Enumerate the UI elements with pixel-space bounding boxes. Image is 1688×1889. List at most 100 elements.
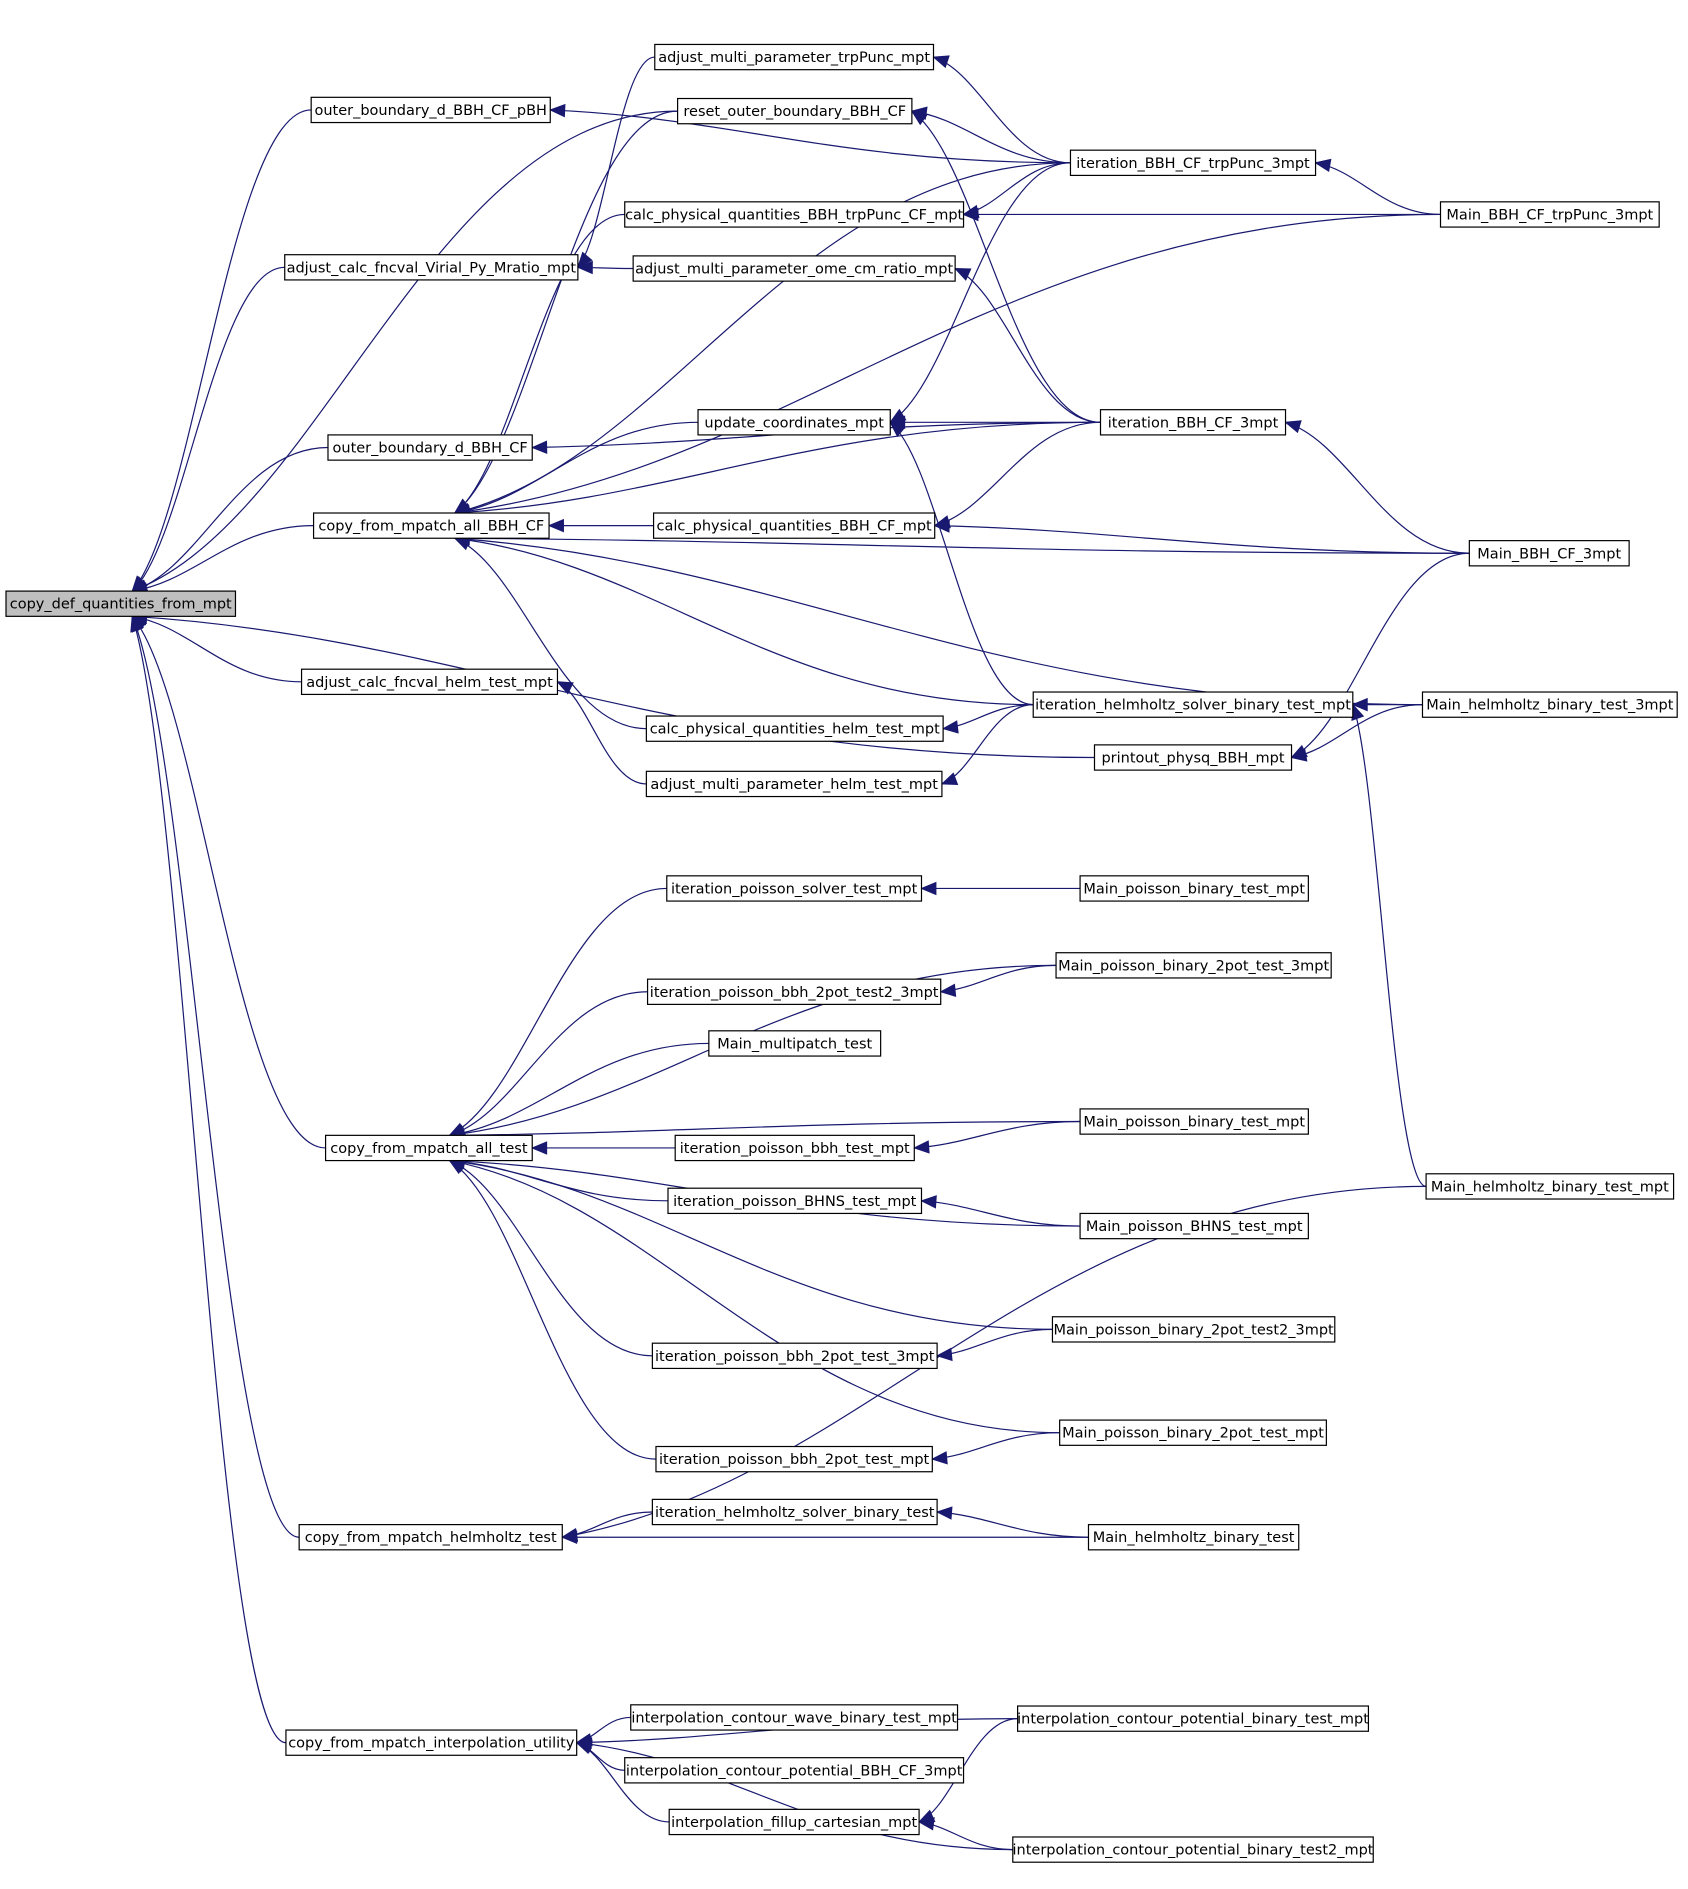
- node-main-multi[interactable]: Main_multipatch_test: [708, 1030, 882, 1057]
- node-it-2pot3[interactable]: iteration_poisson_bbh_2pot_test_3mpt: [651, 1342, 938, 1370]
- node-upd[interactable]: update_coordinates_mpt: [697, 409, 891, 436]
- node-label: Main_poisson_binary_test_mpt: [1083, 881, 1305, 897]
- node-it-2pot-mpt[interactable]: iteration_poisson_bbh_2pot_test_mpt: [655, 1445, 933, 1473]
- node-cf-all-bbh[interactable]: copy_from_mpatch_all_BBH_CF: [312, 512, 550, 539]
- node-ic-pot-bin2[interactable]: interpolation_contour_potential_binary_t…: [1012, 1836, 1374, 1863]
- node-box: [708, 1030, 882, 1057]
- arrowhead-amp_helm-to-adj_helm: [556, 681, 574, 695]
- node-it-bbh[interactable]: iteration_BBH_CF_3mpt: [1099, 409, 1287, 436]
- arrowhead-main_helm_3-to-it_helm_mpt: [1351, 697, 1368, 712]
- node-label: Main_BBH_CF_3mpt: [1477, 546, 1621, 562]
- node-cf-helm[interactable]: copy_from_mpatch_helmholtz_test: [298, 1524, 563, 1551]
- edge-main_2pot_mpt-to-cf_all_test: [449, 1159, 1060, 1434]
- arrowhead-it_trp-to-ob_pBH: [548, 103, 566, 118]
- node-box: [1087, 1524, 1300, 1551]
- edge-cf_all_bbh-to-root: [132, 525, 314, 592]
- node-label: copy_from_mpatch_all_BBH_CF: [318, 519, 544, 535]
- edge-main_pois_2-to-cf_all_test: [449, 1120, 1081, 1136]
- node-box: [654, 43, 935, 71]
- node-box: [645, 770, 943, 798]
- node-it-helm-bin[interactable]: iteration_helmholtz_solver_binary_test: [651, 1498, 938, 1526]
- edge-main_2pot2_3-to-it_2pot3: [937, 1328, 1053, 1357]
- node-label: Main_poisson_binary_2pot_test_3mpt: [1058, 958, 1329, 974]
- node-box: [651, 1342, 938, 1370]
- node-adj-helm[interactable]: adjust_calc_fncval_helm_test_mpt: [300, 668, 559, 696]
- edge-it_bhns-to-cf_all_test: [449, 1159, 668, 1202]
- node-ob-pBH[interactable]: outer_boundary_d_BBH_CF_pBH: [310, 96, 551, 124]
- node-it-trp[interactable]: iteration_BBH_CF_trpPunc_3mpt: [1069, 149, 1317, 177]
- edge-cf_interp-to-root: [131, 616, 286, 1744]
- node-main-trp[interactable]: Main_BBH_CF_trpPunc_3mpt: [1439, 201, 1660, 228]
- node-box: [1079, 1108, 1309, 1135]
- arrowhead-cpq_bbh-to-cf_all_bbh: [547, 518, 564, 533]
- arrowhead-cpq_helm-to-cf_all_bbh: [453, 537, 472, 551]
- node-box: [1439, 201, 1660, 228]
- node-label: Main_helmholtz_binary_test: [1093, 1530, 1295, 1546]
- node-fillup[interactable]: interpolation_fillup_cartesian_mpt: [668, 1808, 920, 1836]
- arrowhead-main_2pot_mpt-to-it_2pot_mpt: [931, 1451, 948, 1465]
- node-amp-ome[interactable]: adjust_multi_parameter_ome_cm_ratio_mpt: [632, 255, 956, 282]
- node-box: [651, 1498, 938, 1526]
- node-main-bbh[interactable]: Main_BBH_CF_3mpt: [1468, 540, 1630, 567]
- node-ic-pot-bin[interactable]: interpolation_contour_potential_binary_t…: [1017, 1705, 1370, 1732]
- node-cpq-trp[interactable]: calc_physical_quantities_BBH_trpPunc_CF_…: [624, 201, 965, 228]
- edge-it_2pot3-to-cf_all_test: [449, 1160, 653, 1357]
- edge-it_helm_mpt-to-upd: [889, 421, 1034, 706]
- arrowhead-it_helm_mpt-to-amp_helm: [940, 772, 959, 786]
- node-cpq-bbh[interactable]: calc_physical_quantities_BBH_CF_mpt: [652, 512, 936, 539]
- node-label: copy_from_mpatch_helmholtz_test: [305, 1530, 557, 1546]
- node-cpq-helm[interactable]: calc_physical_quantities_helm_test_mpt: [645, 715, 944, 742]
- node-it-bhns[interactable]: iteration_poisson_BHNS_test_mpt: [667, 1187, 923, 1215]
- node-reset-ob[interactable]: reset_outer_boundary_BBH_CF: [677, 97, 913, 125]
- node-it-2pot2[interactable]: iteration_poisson_bbh_2pot_test2_3mpt: [646, 978, 942, 1005]
- edge-it_trp-to-reset_ob: [911, 110, 1071, 164]
- node-main-bhns[interactable]: Main_poisson_BHNS_test_mpt: [1079, 1212, 1309, 1240]
- edge-it_bbh-to-cf_all_bbh: [454, 421, 1101, 514]
- node-main-pois-2[interactable]: Main_poisson_binary_test_mpt: [1079, 1108, 1309, 1135]
- node-it-pois[interactable]: iteration_poisson_solver_test_mpt: [666, 875, 923, 902]
- node-amp-trp[interactable]: adjust_multi_parameter_trpPunc_mpt: [654, 43, 935, 71]
- node-box: [1012, 1836, 1374, 1863]
- edge-printout-to-root: [132, 615, 1095, 759]
- node-label: adjust_calc_fncval_helm_test_mpt: [306, 675, 553, 691]
- node-label: Main_helmholtz_binary_test_mpt: [1431, 1179, 1669, 1195]
- node-main-2pot2-3[interactable]: Main_poisson_binary_2pot_test2_3mpt: [1051, 1316, 1336, 1343]
- edge-cpq_trp-to-cf_all_bbh: [454, 213, 625, 514]
- node-it-bbh-test[interactable]: iteration_poisson_bbh_test_mpt: [674, 1134, 915, 1162]
- node-box: [298, 1524, 563, 1551]
- node-ic-wave[interactable]: interpolation_contour_wave_binary_test_m…: [630, 1704, 959, 1731]
- arrowhead-main_helm_bin-to-it_helm_bin: [935, 1506, 953, 1520]
- node-box: [1055, 952, 1332, 979]
- edge-it_trp-to-cpq_trp: [963, 162, 1071, 216]
- node-main-2pot3[interactable]: Main_poisson_binary_2pot_test_3mpt: [1055, 952, 1332, 979]
- node-box: [1017, 1705, 1370, 1732]
- arrowhead-amp_trp-to-adj_virial: [577, 251, 593, 269]
- node-main-helm-bin[interactable]: Main_helmholtz_binary_test: [1087, 1524, 1300, 1551]
- node-box: [1099, 409, 1287, 436]
- arrowhead-main_bbh-to-cpq_bbh: [933, 519, 950, 533]
- arrowhead-main_pois_1-to-it_pois: [920, 881, 937, 896]
- node-label: iteration_poisson_BHNS_test_mpt: [673, 1194, 917, 1210]
- node-cf-all-test[interactable]: copy_from_mpatch_all_test: [324, 1134, 533, 1162]
- node-box: [327, 434, 533, 461]
- node-amp-helm[interactable]: adjust_multi_parameter_helm_test_mpt: [645, 770, 943, 798]
- node-it-helm-mpt[interactable]: iteration_helmholtz_solver_binary_test_m…: [1032, 691, 1354, 718]
- edge-main_helm_bin-to-it_helm_bin: [937, 1511, 1089, 1538]
- node-label: calc_physical_quantities_BBH_CF_mpt: [657, 519, 933, 535]
- node-main-helm-mpt[interactable]: Main_helmholtz_binary_test_mpt: [1425, 1173, 1675, 1200]
- node-adj-virial[interactable]: adjust_calc_fncval_Virial_Py_Mratio_mpt: [284, 254, 579, 281]
- node-label: Main_helmholtz_binary_test_3mpt: [1426, 698, 1674, 714]
- node-ob-d[interactable]: outer_boundary_d_BBH_CF: [327, 434, 533, 461]
- node-label: calc_physical_quantities_BBH_trpPunc_CF_…: [625, 207, 963, 223]
- node-printout[interactable]: printout_physq_BBH_mpt: [1093, 744, 1293, 771]
- node-ic-pot-bbh[interactable]: interpolation_contour_potential_BBH_CF_3…: [624, 1757, 965, 1784]
- edge-ic_pot_bin2-to-cf_interp: [576, 1742, 1013, 1851]
- node-main-pois-1[interactable]: Main_poisson_binary_test_mpt: [1079, 875, 1309, 902]
- node-main-2pot-mpt[interactable]: Main_poisson_binary_2pot_test_mpt: [1059, 1419, 1327, 1446]
- node-box: [284, 254, 579, 281]
- node-root[interactable]: copy_def_quantities_from_mpt: [5, 590, 237, 617]
- node-main-helm-3[interactable]: Main_helmholtz_binary_test_3mpt: [1421, 691, 1678, 718]
- node-cf-interp[interactable]: copy_from_mpatch_interpolation_utility: [285, 1729, 578, 1756]
- edge-amp_trp-to-adj_virial: [577, 56, 655, 268]
- node-box: [655, 1445, 933, 1473]
